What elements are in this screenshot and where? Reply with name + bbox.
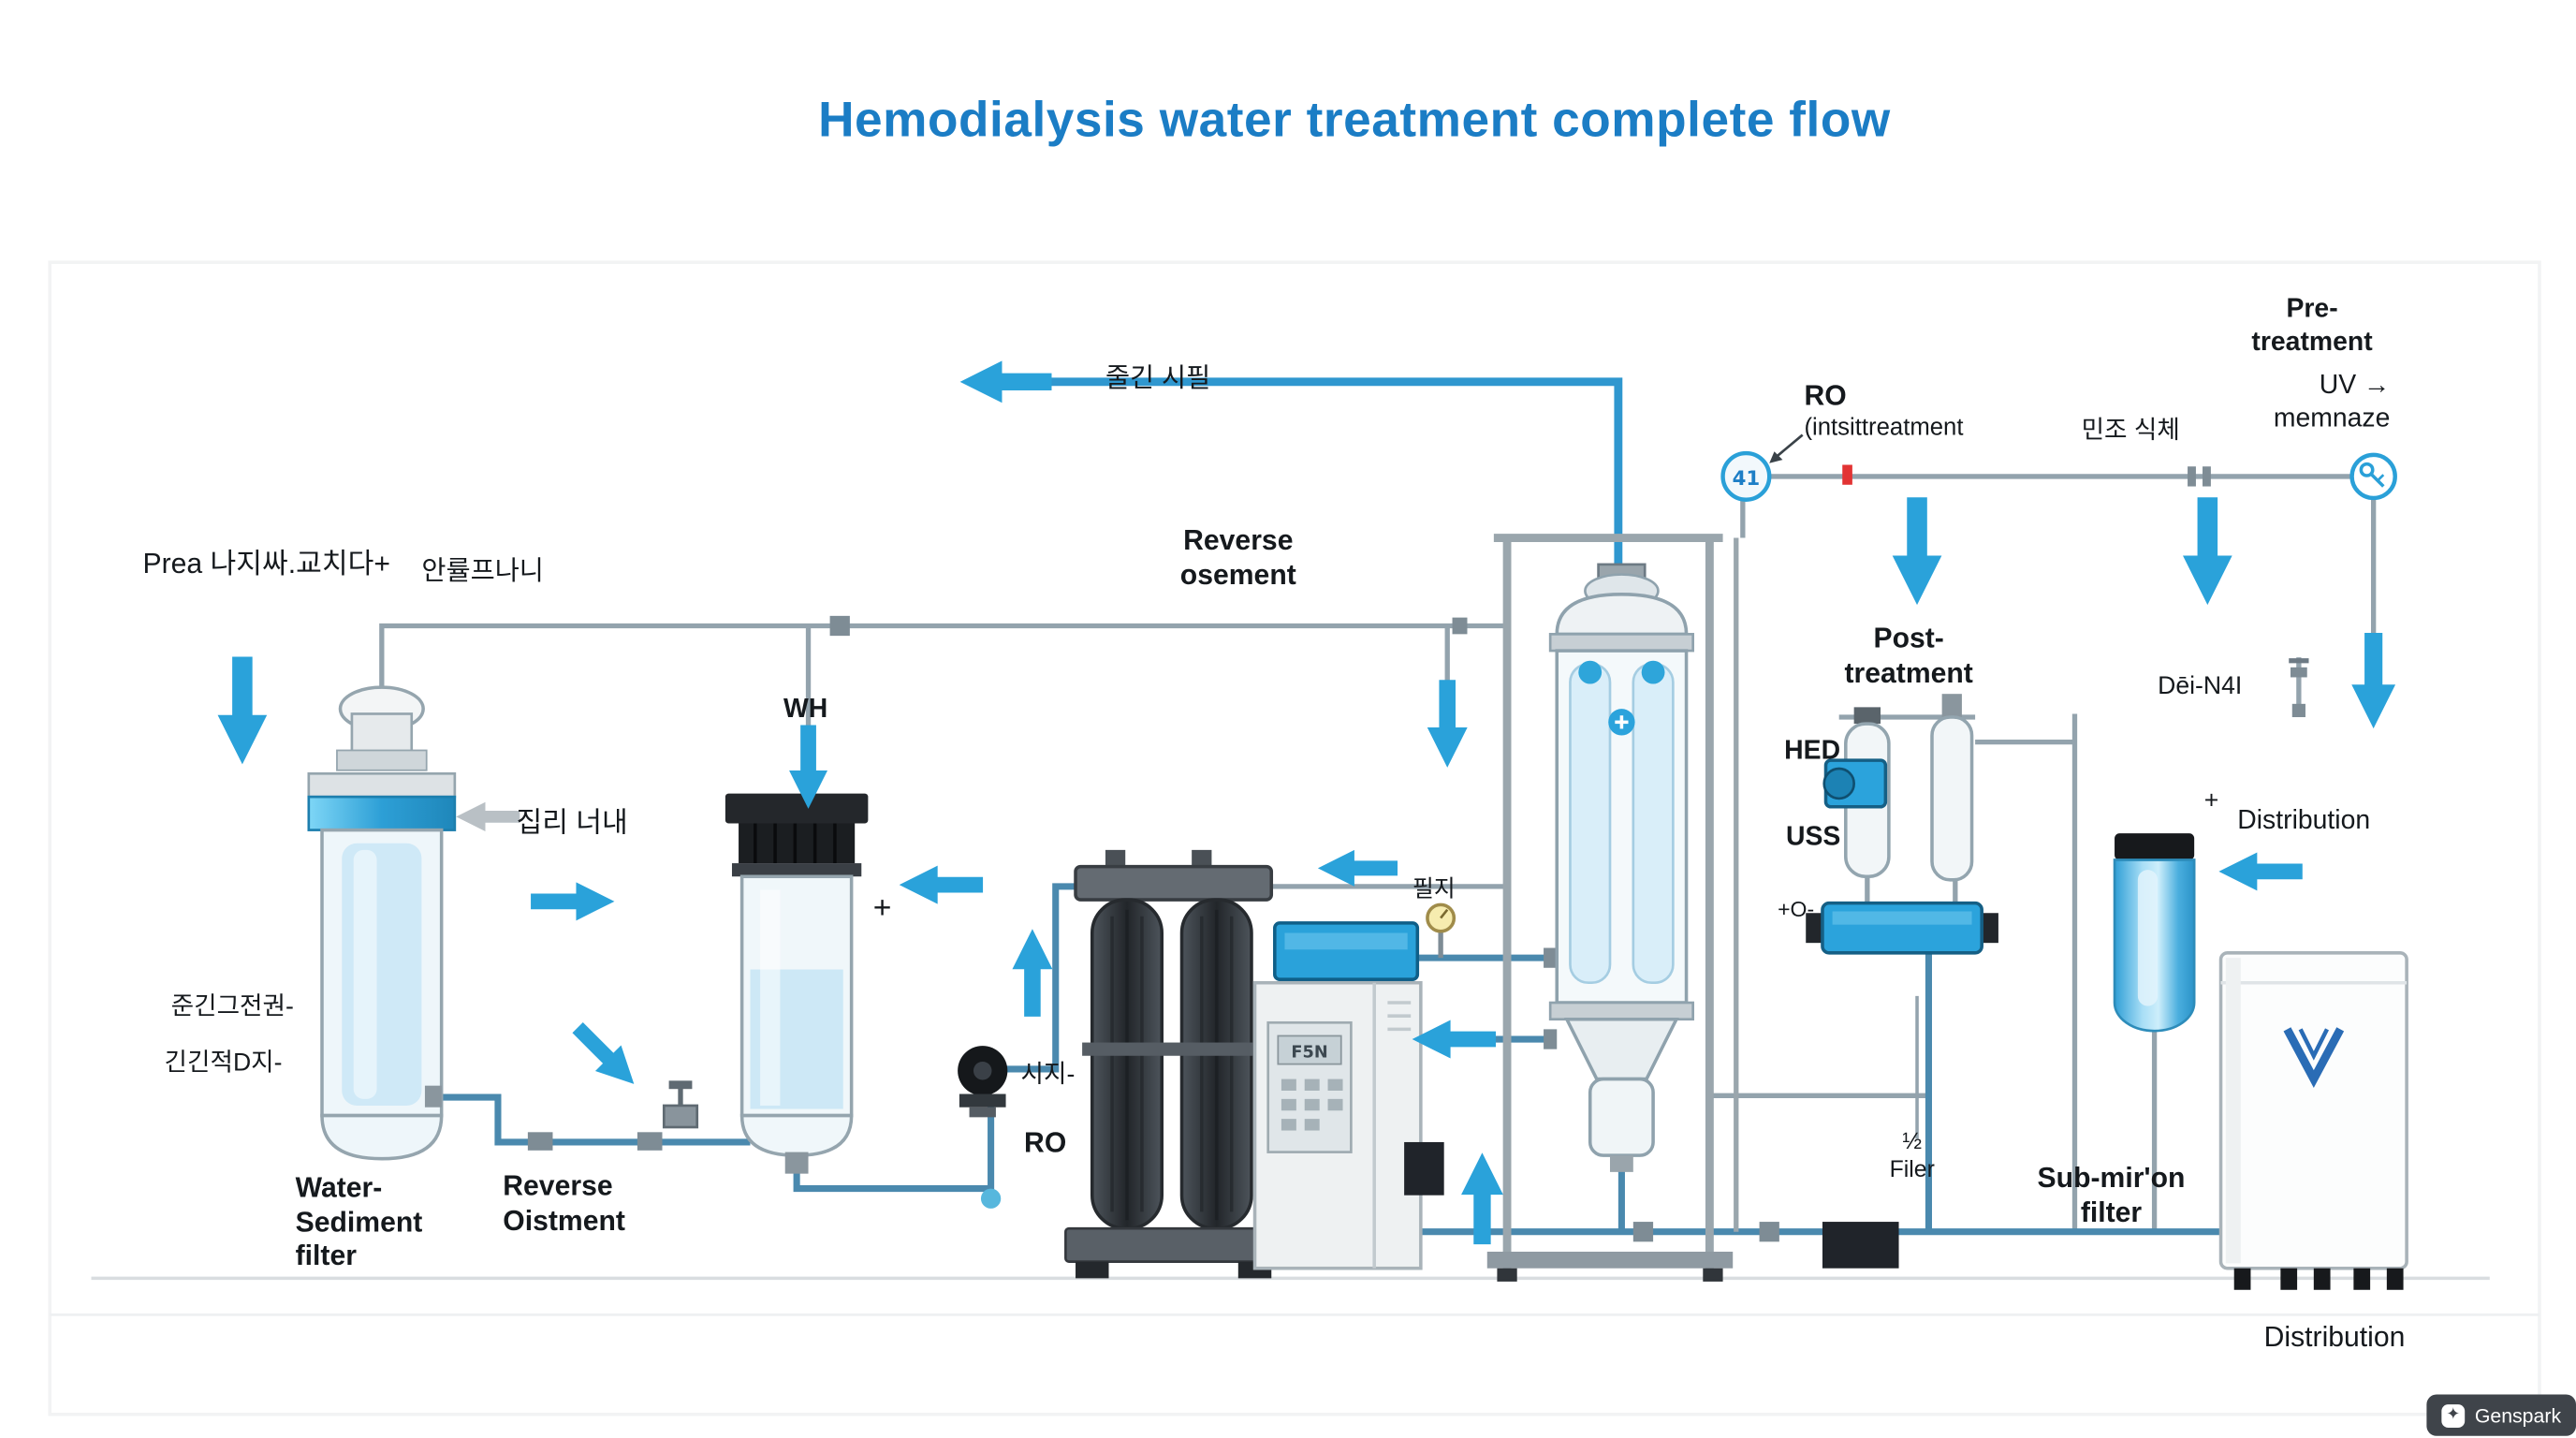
floor-lines	[50, 1276, 2539, 1316]
label-sub-micron-filter: Sub-mir'on filter	[2037, 1162, 2186, 1228]
post-treatment-unit	[1806, 694, 1998, 955]
label-pretreatment-feed: Prea 나지싸.교치다+	[142, 548, 390, 580]
key-instrument-circle	[2349, 452, 2397, 501]
label-uv-membrane: UV → memnaze	[2273, 372, 2391, 433]
pipes-blue-main	[1029, 377, 1623, 581]
ro-vessel	[1548, 563, 1694, 1172]
label-distribution-mid: Distribution	[2237, 806, 2371, 835]
bottom-pump-box	[1822, 1222, 1899, 1269]
ro-feed-pump	[958, 1046, 1008, 1118]
label-reject-line: 줄긴 시필	[1105, 365, 1211, 394]
label-ro-instrument-sub: (intsittreatment	[1804, 415, 1964, 442]
label-filer: ½ Filer	[1889, 1126, 1935, 1182]
key-icon	[2359, 462, 2385, 488]
carbon-filter	[724, 793, 869, 1174]
sub-micron-filter-unit	[2113, 833, 2196, 1033]
cabinet-display-text: F5N	[1291, 1044, 1327, 1063]
label-wh: WH	[783, 695, 828, 725]
label-siji: 시지-	[1020, 1061, 1076, 1090]
genspark-label: Genspark	[2474, 1403, 2562, 1428]
ro-label-pointer	[1769, 433, 1804, 463]
label-dei: Dēi-N4I	[2158, 672, 2243, 701]
label-uss: USS	[1785, 823, 1841, 852]
genspark-icon: ✦	[2441, 1403, 2466, 1428]
label-ro-instrument: RO	[1804, 380, 1847, 412]
label-jimni: 집리 너내	[516, 806, 628, 839]
label-distribution-bottom: Distribution	[2263, 1321, 2406, 1354]
label-plus-o: +O-	[1778, 896, 1815, 922]
label-pre-treatment: Pre- treatment	[2251, 295, 2373, 357]
tank-logo-icon	[2283, 1027, 2345, 1088]
label-pilji: 필지	[1412, 874, 1456, 902]
label-water-sediment-filter: Water- Sediment filter	[295, 1171, 423, 1273]
label-jungin: 준긴그전권-	[170, 992, 294, 1021]
label-minjo: 민조 식체	[2081, 417, 2180, 446]
distribution-tank	[2218, 951, 2408, 1290]
red-marker	[1842, 464, 1852, 485]
inline-gauge-text: 41	[1733, 467, 1761, 491]
label-hed: HED	[1784, 737, 1841, 766]
label-anryu: 안률프나니	[421, 557, 544, 586]
label-gingin: 긴긴적D지-	[164, 1049, 283, 1078]
genspark-badge[interactable]: ✦ Genspark	[2426, 1394, 2576, 1436]
control-cabinet: F5N	[1252, 921, 1444, 1270]
label-post-treatment: Post- treatment	[1844, 622, 1973, 689]
pressure-gauge	[1426, 902, 1456, 959]
label-plus-distribution: +	[2203, 786, 2219, 815]
pipe-fittings	[527, 466, 2307, 1242]
sediment-filter	[307, 685, 457, 1161]
label-reverse-osement: Reverse osement	[1179, 524, 1296, 591]
inline-valve	[662, 1080, 699, 1129]
label-plus-feed: +	[872, 891, 892, 927]
support-frame	[1486, 534, 1739, 1282]
label-ro-pump: RO	[1024, 1126, 1067, 1159]
label-reverse-oistment: Reverse Oistment	[503, 1170, 625, 1237]
page-title: Hemodialysis water treatment complete fl…	[818, 93, 1891, 148]
inline-gauge-circle: 41	[1720, 450, 1772, 502]
